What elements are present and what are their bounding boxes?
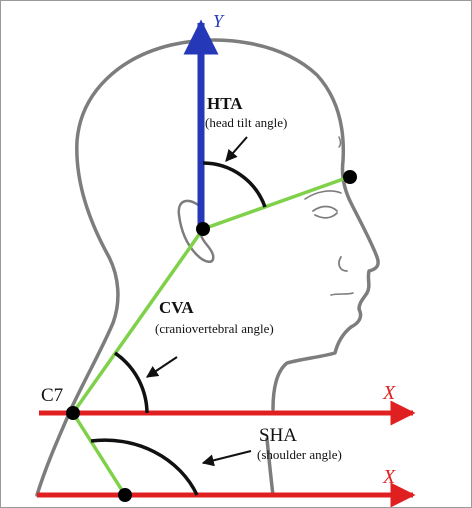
axis-x-upper-label: X: [382, 382, 396, 404]
shoulder-point: [118, 488, 132, 502]
canthus-point: [343, 170, 357, 184]
eye-outline: [313, 207, 337, 218]
cva-label: CVA: [159, 298, 194, 317]
shoulder-outline: [37, 409, 71, 495]
axis-x-lower-label: X: [382, 466, 396, 488]
mouth-outline: [331, 293, 353, 295]
sha-subtitle: (shoulder angle): [257, 447, 342, 462]
tragus-to-canthus-line: [203, 177, 349, 229]
hta-label: HTA: [207, 94, 243, 113]
tragus-point: [196, 222, 210, 236]
temple-mark: [339, 137, 341, 147]
hta-arc: [203, 163, 265, 207]
axis-y-label: Y: [213, 11, 225, 31]
cva-pointer-arrow: [147, 357, 177, 377]
c7-to-shoulder-line: [73, 413, 125, 495]
c7-label: C7: [41, 385, 63, 406]
hta-pointer-arrow: [226, 137, 247, 161]
sha-label: SHA: [259, 425, 297, 446]
c7-point: [66, 406, 80, 420]
cva-arc: [115, 353, 147, 413]
sha-pointer-arrow: [203, 451, 251, 463]
cva-subtitle: (craniovertebral angle): [155, 321, 274, 336]
nostril-outline: [339, 257, 347, 271]
hta-subtitle: (head tilt angle): [205, 115, 287, 130]
